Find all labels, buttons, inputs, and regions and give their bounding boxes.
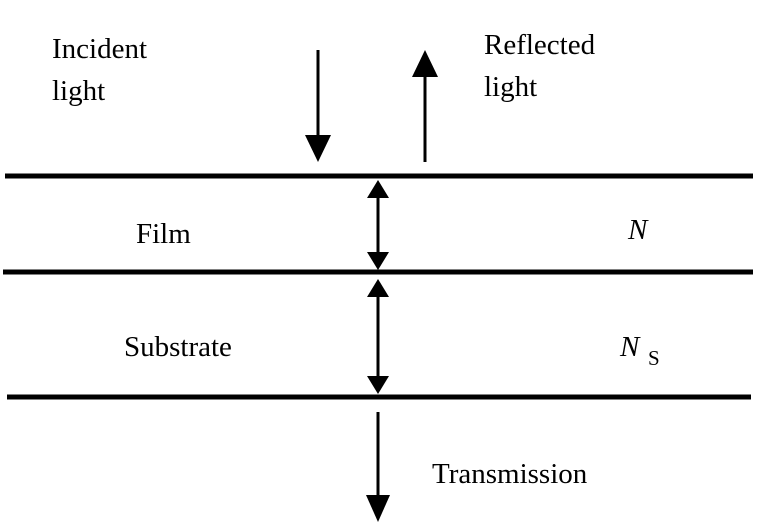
incident-light-arrow: [305, 50, 331, 162]
reflected-label-line1: Reflected: [484, 29, 596, 61]
transmission-label: Transmission: [432, 458, 588, 490]
transmission-arrow: [366, 412, 390, 522]
film-index-label: N: [627, 214, 649, 246]
film-label: Film: [136, 218, 191, 250]
incident-label-line1: Incident: [52, 33, 147, 65]
reflected-light-arrow: [412, 50, 438, 162]
substrate-thickness-arrow: [367, 279, 389, 394]
reflected-label-line2: light: [484, 71, 537, 103]
substrate-index-label: N: [619, 331, 641, 363]
incident-label-line2: light: [52, 75, 105, 107]
substrate-index-subscript: S: [648, 346, 660, 370]
substrate-label: Substrate: [124, 331, 232, 363]
film-thickness-arrow: [367, 180, 389, 270]
